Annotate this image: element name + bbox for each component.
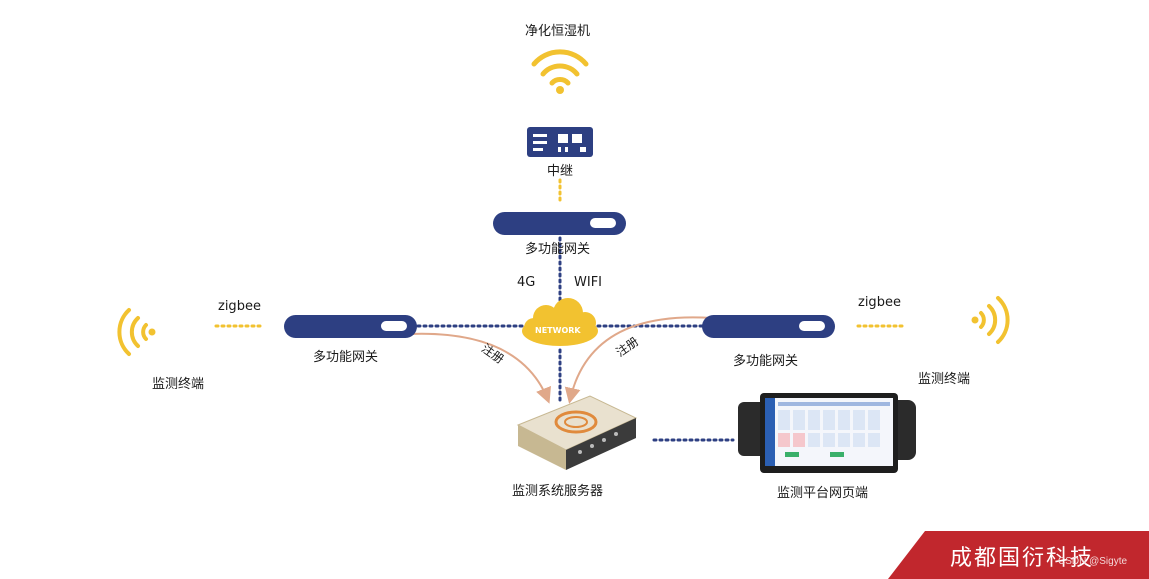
network-wifi-label: WIFI <box>574 275 602 290</box>
zigbee-right-label: zigbee <box>858 295 901 310</box>
relay-device-icon <box>527 127 593 157</box>
web-platform-terminal-icon <box>738 393 916 473</box>
relay-label: 中继 <box>547 164 574 179</box>
brand-banner <box>888 531 1149 579</box>
network-cloud-icon <box>522 298 598 346</box>
gateway-left-label: 多功能网关 <box>313 350 379 365</box>
terminal-right-label: 监测终端 <box>918 372 971 387</box>
wifi-icon-right <box>971 296 1010 344</box>
register-arrow-left <box>409 332 551 404</box>
server-label: 监测系统服务器 <box>512 484 604 499</box>
register-arrow-right <box>564 316 713 404</box>
wifi-icon-top <box>531 49 589 94</box>
server-device-icon <box>516 395 638 470</box>
terminal-left-label: 监测终端 <box>152 377 205 392</box>
gateway-top-label: 多功能网关 <box>525 242 591 257</box>
zigbee-left-label: zigbee <box>218 299 261 314</box>
gateway-device-top-icon <box>493 212 626 235</box>
watermark-text: CSDN @Sigyte <box>1058 556 1128 567</box>
brand-company-name: 成都国衍科技 <box>950 546 1095 571</box>
web-platform-label: 监测平台网页端 <box>777 486 869 501</box>
purifier-label: 净化恒湿机 <box>525 24 591 39</box>
gateway-right-label: 多功能网关 <box>733 354 799 369</box>
gateway-device-left-icon <box>284 315 417 338</box>
network-cloud-label: NETWORK <box>535 326 581 335</box>
wifi-icon-left <box>117 308 156 356</box>
gateway-device-right-icon <box>702 315 835 338</box>
network-4g-label: 4G <box>517 275 536 290</box>
